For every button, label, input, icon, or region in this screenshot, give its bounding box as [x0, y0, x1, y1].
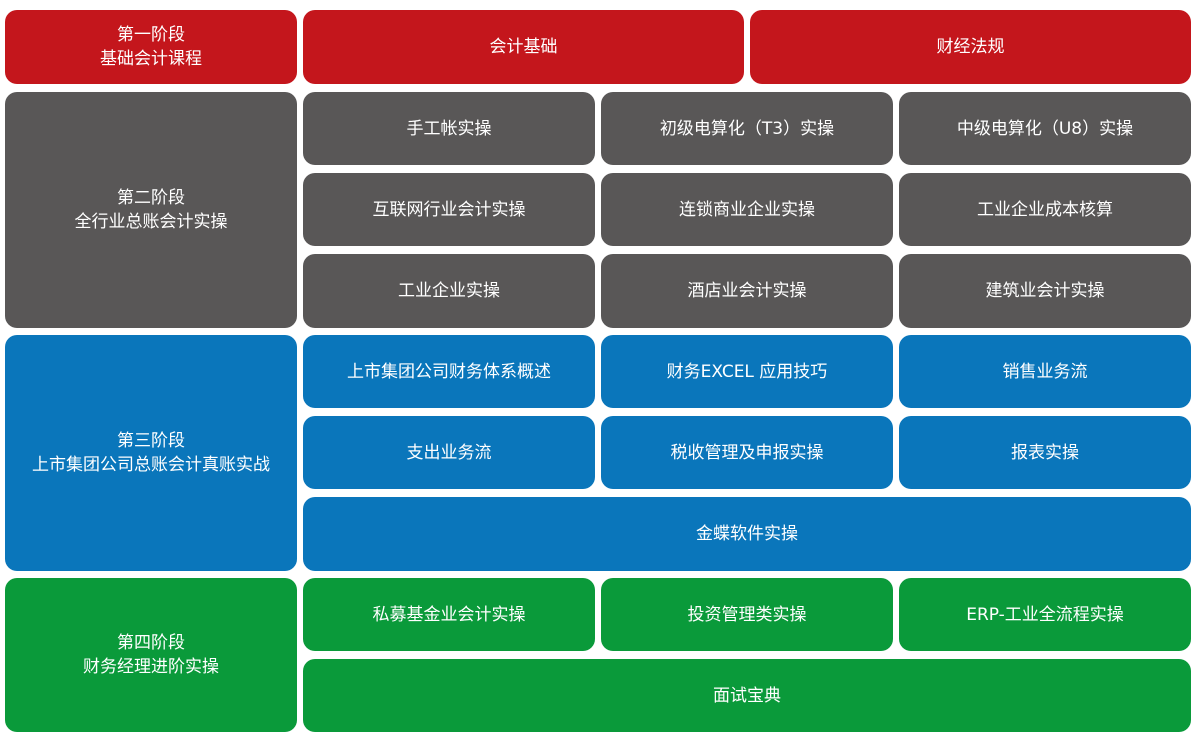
course-box: 工业企业实操 [303, 254, 595, 328]
stage3-title: 第三阶段 [117, 431, 185, 451]
stage2-label: 第二阶段 全行业总账会计实操 [5, 92, 297, 328]
course-box: 财务EXCEL 应用技巧 [601, 335, 893, 408]
course-box: 中级电算化（U8）实操 [899, 92, 1191, 165]
course-box: 金蝶软件实操 [303, 497, 1191, 571]
course-box: 手工帐实操 [303, 92, 595, 165]
stage1-label: 第一阶段 基础会计课程 [5, 10, 297, 84]
stage2-subtitle: 全行业总账会计实操 [74, 212, 228, 232]
stage4-subtitle: 财务经理进阶实操 [83, 657, 219, 677]
course-box: 税收管理及申报实操 [601, 416, 893, 489]
course-box: 会计基础 [303, 10, 744, 84]
stage3-subtitle: 上市集团公司总账会计真账实战 [32, 455, 270, 475]
course-box: 上市集团公司财务体系概述 [303, 335, 595, 408]
course-box: 初级电算化（T3）实操 [601, 92, 893, 165]
stage1-subtitle: 基础会计课程 [100, 49, 202, 69]
course-box: 财经法规 [750, 10, 1191, 84]
course-box: 销售业务流 [899, 335, 1191, 408]
course-box: 工业企业成本核算 [899, 173, 1191, 246]
stage3-label: 第三阶段 上市集团公司总账会计真账实战 [5, 335, 297, 571]
course-box: 支出业务流 [303, 416, 595, 489]
stage4-label: 第四阶段 财务经理进阶实操 [5, 578, 297, 732]
course-box: 建筑业会计实操 [899, 254, 1191, 328]
stage2-title: 第二阶段 [117, 188, 185, 208]
course-box: 连锁商业企业实操 [601, 173, 893, 246]
course-box: 互联网行业会计实操 [303, 173, 595, 246]
course-box: 私募基金业会计实操 [303, 578, 595, 651]
course-box: 酒店业会计实操 [601, 254, 893, 328]
stage4-title: 第四阶段 [117, 633, 185, 653]
course-box: 面试宝典 [303, 659, 1191, 732]
course-box: 报表实操 [899, 416, 1191, 489]
course-box: ERP-工业全流程实操 [899, 578, 1191, 651]
course-box: 投资管理类实操 [601, 578, 893, 651]
stage1-title: 第一阶段 [117, 25, 185, 45]
